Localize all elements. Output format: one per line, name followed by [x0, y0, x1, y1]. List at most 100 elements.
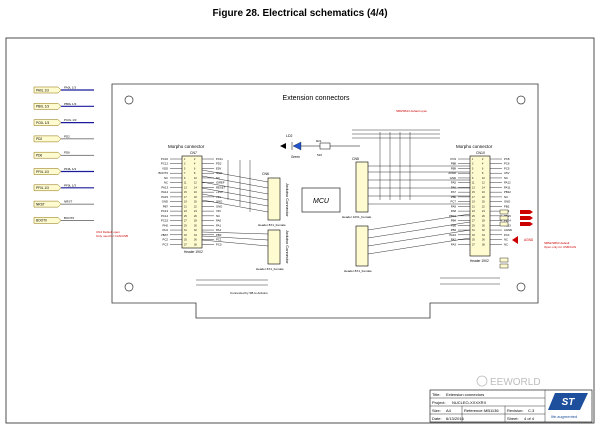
pin-label: PC3	[163, 242, 169, 246]
port-label: PA0L 1/3	[36, 88, 49, 92]
board-title: Extension connectors	[283, 95, 350, 102]
pin-number: 14	[482, 186, 485, 189]
pin-label: PB0	[216, 233, 222, 237]
right-ports	[512, 210, 533, 244]
port-net-label: PF0L 1/3	[64, 167, 76, 171]
pin-number: 33	[184, 234, 187, 237]
pin-label: PB14	[504, 219, 511, 223]
port-label: BOOT0	[36, 219, 47, 223]
cn8-footer: Header 6X1_Female	[256, 267, 284, 271]
pin-number: 24	[194, 210, 197, 213]
pin-number: 7	[184, 172, 186, 175]
pin-label: NC	[216, 214, 220, 218]
pin-number: 12	[482, 182, 485, 185]
pin-number: 32	[194, 229, 197, 232]
pin-number: 16	[194, 191, 197, 194]
cn5-body	[355, 161, 369, 213]
pin-label: PB4	[451, 219, 457, 223]
pin-number: 32	[482, 229, 485, 232]
led-ref: LD2	[286, 134, 292, 138]
note-bottom: Connected by SB to Arduino	[230, 291, 268, 295]
cn9-body	[355, 225, 369, 267]
right-arduino-connector: CN5 Header 10X1_Female	[342, 157, 372, 219]
pin-label: PC4	[504, 233, 510, 237]
pin-number: 20	[194, 201, 197, 204]
figure-title: Figure 28. Electrical schematics (4/4)	[212, 8, 388, 19]
pin-number: 9	[184, 177, 186, 180]
pin-label: PA6	[451, 185, 457, 189]
right-morpho-footer: Header 19X2	[470, 259, 489, 263]
pin-number: 34	[482, 234, 485, 237]
left-morpho-title: Morpho connector	[168, 144, 205, 149]
pin-label: PC15	[161, 219, 168, 223]
pin-number: 26	[482, 215, 485, 218]
pin-number: 36	[194, 239, 197, 242]
pin-number: 11	[184, 182, 187, 185]
port-label: NRST	[36, 202, 45, 206]
led-resistor-value: 510	[317, 153, 322, 157]
pin-number: 14	[194, 186, 197, 189]
pin-number: 3	[472, 163, 474, 166]
pin-label: PC6	[504, 162, 510, 166]
pin-label: PB12	[504, 190, 511, 194]
bottom-wiring	[196, 277, 500, 286]
pin-label: PC11	[216, 157, 223, 161]
pin-label: NC	[504, 176, 508, 180]
tb-project-label: Project:	[432, 400, 446, 405]
pin-number: 30	[194, 224, 197, 227]
title-block: Title: Extension connectors Project: NUC…	[429, 389, 593, 423]
pin-label: PA11	[504, 185, 511, 189]
tb-title-label: Title:	[432, 392, 441, 397]
pin-label: PA9	[451, 204, 457, 208]
pin-number: 37	[184, 243, 187, 246]
pin-label: PA12	[504, 181, 511, 185]
pin-number: 4	[194, 163, 196, 166]
led-resistor	[319, 142, 331, 150]
pin-number: 34	[194, 234, 197, 237]
right-morpho-ref: CN10	[476, 151, 485, 155]
cn5-ref: CN5	[352, 157, 359, 161]
cn9-footer: Header 8X1_Female	[344, 269, 372, 273]
pin-label: PA8	[451, 209, 457, 213]
left-wiring	[201, 160, 269, 247]
pin-number: 38	[194, 243, 197, 246]
mount-hole	[124, 95, 134, 105]
mount-hole	[516, 282, 526, 292]
pin-number: 27	[184, 220, 187, 223]
pin-number: 21	[472, 205, 475, 208]
tb-sheet-value: 4 of 4	[524, 416, 535, 421]
pin-number: 6	[482, 167, 484, 170]
eeworld-watermark: EEWORLD	[476, 375, 541, 388]
pin-number: 26	[194, 215, 197, 218]
pin-number: 19	[472, 201, 475, 204]
pin-label: PC12	[161, 162, 168, 166]
pin-number: 13	[184, 186, 187, 189]
pin-number: 8	[194, 172, 196, 175]
port-flag-icon	[33, 200, 62, 208]
pin-label: PC2	[163, 238, 169, 242]
left-morpho-ref: CN7	[190, 151, 197, 155]
pin-number: 17	[184, 196, 187, 199]
pin-label: PC1	[216, 238, 222, 242]
port-net-label: PB0L 1/3	[64, 102, 77, 106]
port-net-label: PA0L 1/3	[64, 86, 76, 90]
pin-label: NC	[504, 242, 508, 246]
tb-date-label: Date:	[432, 416, 442, 421]
pin-label: GND	[216, 200, 222, 204]
port-label: PF0L 1/3	[36, 170, 49, 174]
pin-number: 10	[194, 177, 197, 180]
note-right-1: SB9/SB13 default open	[396, 109, 428, 113]
port-label: PD6	[36, 154, 42, 158]
left-arduino-connector-2: Arduino Connector Header 6X1_Female	[256, 229, 290, 271]
pin-label: PA2	[451, 238, 457, 242]
led-color: Green	[291, 155, 300, 159]
pin-number: 28	[482, 220, 485, 223]
pin-number: 25	[472, 215, 475, 218]
